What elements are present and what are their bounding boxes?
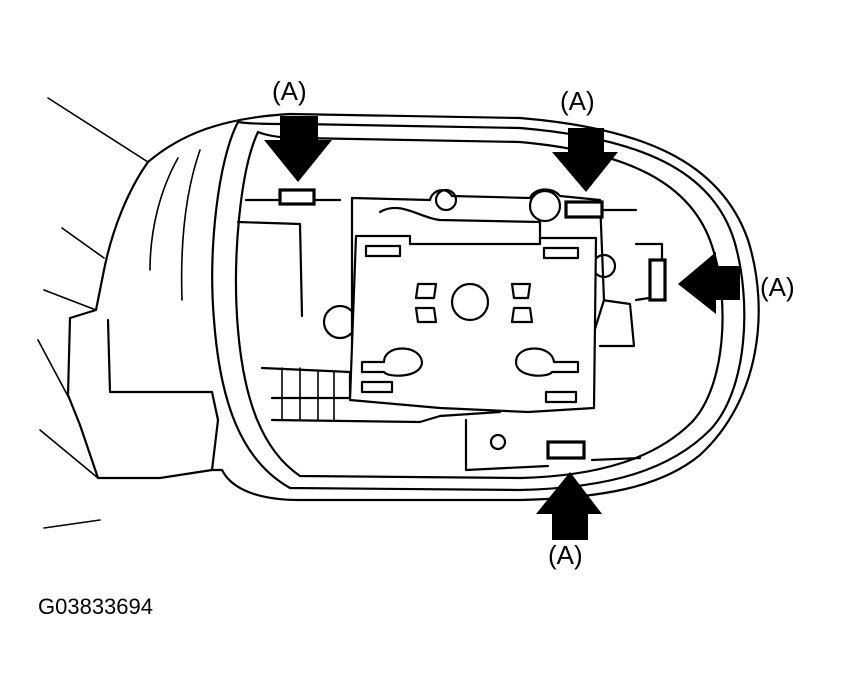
clip-slot-top-right [564,200,604,219]
figure-code: G03833694 [38,594,153,619]
callout-label-right: (A) [760,272,795,302]
callout-label-bottom: (A) [548,540,583,570]
callout-label-top-right: (A) [560,86,595,116]
clip-slots [278,188,667,460]
door-panel-lines [37,97,149,529]
clip-slot-bottom [546,440,586,460]
clip-slot-right [648,258,667,302]
arrow-down-icon [552,128,618,192]
arrow-left-icon [678,252,740,314]
clip-slot-top-left [278,188,316,206]
callout-label-top-left: (A) [272,76,307,106]
arrow-up-icon [536,472,602,540]
arrow-down-icon [264,116,332,182]
callout-arrows [264,116,740,540]
mirror-base-plate [348,234,598,414]
